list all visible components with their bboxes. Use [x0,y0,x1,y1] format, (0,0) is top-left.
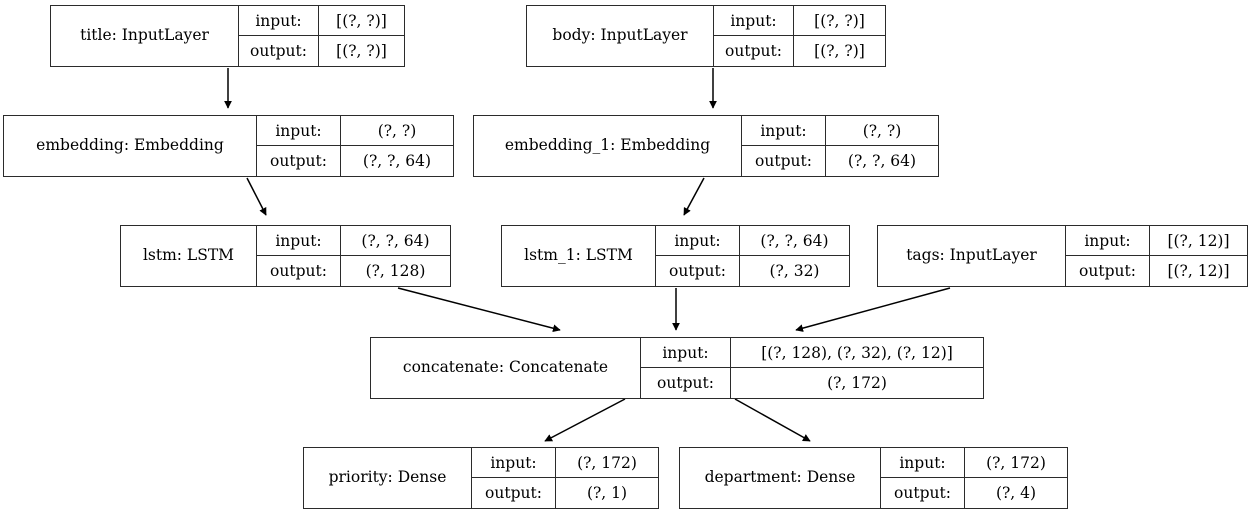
node-department-input-row: input: (?, 172) [881,448,1067,478]
input-label: input: [881,448,965,477]
edge-embedding-to-lstm [246,177,267,216]
node-lstm-1[interactable]: lstm_1: LSTM input: (?, ?, 64) output: (… [501,225,850,287]
node-embedding-label: embedding: Embedding [4,116,257,176]
node-lstm-output-row: output: (?, 128) [257,256,450,286]
output-label: output: [472,478,556,508]
output-label: output: [239,36,319,66]
node-department-io: input: (?, 172) output: (?, 4) [881,448,1067,508]
node-embedding[interactable]: embedding: Embedding input: (?, ?) outpu… [3,115,454,177]
output-label: output: [257,256,341,286]
node-embedding-io: input: (?, ?) output: (?, ?, 64) [257,116,453,176]
output-label: output: [742,146,826,176]
node-priority-io: input: (?, 172) output: (?, 1) [472,448,658,508]
input-label: input: [656,226,740,255]
node-priority-input-row: input: (?, 172) [472,448,658,478]
node-tags-input-row: input: [(?, 12)] [1066,226,1247,256]
output-value: (?, 1) [586,484,628,502]
node-department[interactable]: department: Dense input: (?, 172) output… [679,447,1068,509]
node-embedding-1-input-row: input: (?, ?) [742,116,938,146]
output-label: output: [881,478,965,508]
input-label: input: [1066,226,1150,255]
input-value: [(?, ?)] [336,11,387,30]
node-embedding-1-label: embedding_1: Embedding [474,116,742,176]
node-lstm-1-label: lstm_1: LSTM [502,226,656,286]
edge-concatenate-to-department [734,398,811,442]
node-title-output-row: output: [(?, ?)] [239,36,404,66]
output-value: (?, ?, 64) [362,152,432,170]
output-value: [(?, ?)] [814,42,865,60]
node-concatenate-input-row: input: [(?, 128), (?, 32), (?, 12)] [641,338,983,368]
input-label: input: [239,6,319,35]
node-lstm-1-io: input: (?, ?, 64) output: (?, 32) [656,226,849,286]
node-lstm-input-row: input: (?, ?, 64) [257,226,450,256]
input-label: input: [257,116,341,145]
input-value: (?, ?, 64) [361,231,430,250]
node-lstm-label: lstm: LSTM [121,226,257,286]
node-body-output-row: output: [(?, ?)] [714,36,885,66]
output-value: [(?, 12)] [1167,262,1230,280]
output-value: (?, ?, 64) [847,152,917,170]
input-value: [(?, 12)] [1167,231,1230,250]
node-body[interactable]: body: InputLayer input: [(?, ?)] output:… [526,5,886,67]
node-department-label: department: Dense [680,448,881,508]
input-value: (?, ?) [377,121,417,140]
output-value: (?, 128) [365,262,426,280]
node-concatenate-label: concatenate: Concatenate [371,338,641,398]
node-embedding-1-output-row: output: (?, ?, 64) [742,146,938,176]
node-concatenate[interactable]: concatenate: Concatenate input: [(?, 128… [370,337,984,399]
input-value: (?, 172) [577,453,637,472]
node-concatenate-io: input: [(?, 128), (?, 32), (?, 12)] outp… [641,338,983,398]
output-label: output: [1066,256,1150,286]
node-priority-label: priority: Dense [304,448,472,508]
input-value: [(?, ?)] [814,11,865,30]
input-value: (?, ?, 64) [760,231,829,250]
edge-embedding-1-to-lstm-1 [683,177,705,216]
node-title-io: input: [(?, ?)] output: [(?, ?)] [239,6,404,66]
node-embedding-1-io: input: (?, ?) output: (?, ?, 64) [742,116,938,176]
input-label: input: [641,338,731,367]
node-body-io: input: [(?, ?)] output: [(?, ?)] [714,6,885,66]
node-title[interactable]: title: InputLayer input: [(?, ?)] output… [50,5,405,67]
input-value: [(?, 128), (?, 32), (?, 12)] [761,343,953,362]
output-value: (?, 4) [995,484,1037,502]
output-value: (?, 172) [827,374,887,392]
input-label: input: [257,226,341,255]
node-title-input-row: input: [(?, ?)] [239,6,404,36]
edge-tags-to-concatenate [795,287,951,332]
node-tags-label: tags: InputLayer [878,226,1066,286]
node-tags[interactable]: tags: InputLayer input: [(?, 12)] output… [877,225,1248,287]
node-lstm[interactable]: lstm: LSTM input: (?, ?, 64) output: (?,… [120,225,451,287]
node-department-output-row: output: (?, 4) [881,478,1067,508]
node-embedding-output-row: output: (?, ?, 64) [257,146,453,176]
node-lstm-io: input: (?, ?, 64) output: (?, 128) [257,226,450,286]
node-title-label: title: InputLayer [51,6,239,66]
output-label: output: [257,146,341,176]
node-lstm-1-input-row: input: (?, ?, 64) [656,226,849,256]
node-tags-io: input: [(?, 12)] output: [(?, 12)] [1066,226,1247,286]
node-concatenate-output-row: output: (?, 172) [641,368,983,398]
edge-concatenate-to-priority [544,398,626,442]
output-label: output: [714,36,794,66]
output-value: [(?, ?)] [336,42,387,60]
input-value: (?, ?) [862,121,902,140]
node-embedding-input-row: input: (?, ?) [257,116,453,146]
output-label: output: [641,368,731,398]
edge-lstm-to-concatenate [397,287,561,333]
output-label: output: [656,256,740,286]
input-label: input: [472,448,556,477]
node-embedding-1[interactable]: embedding_1: Embedding input: (?, ?) out… [473,115,939,177]
input-label: input: [714,6,794,35]
output-value: (?, 32) [769,262,820,280]
node-body-label: body: InputLayer [527,6,714,66]
node-priority-output-row: output: (?, 1) [472,478,658,508]
node-lstm-1-output-row: output: (?, 32) [656,256,849,286]
node-body-input-row: input: [(?, ?)] [714,6,885,36]
node-priority[interactable]: priority: Dense input: (?, 172) output: … [303,447,659,509]
input-value: (?, 172) [986,453,1046,472]
input-label: input: [742,116,826,145]
node-tags-output-row: output: [(?, 12)] [1066,256,1247,286]
